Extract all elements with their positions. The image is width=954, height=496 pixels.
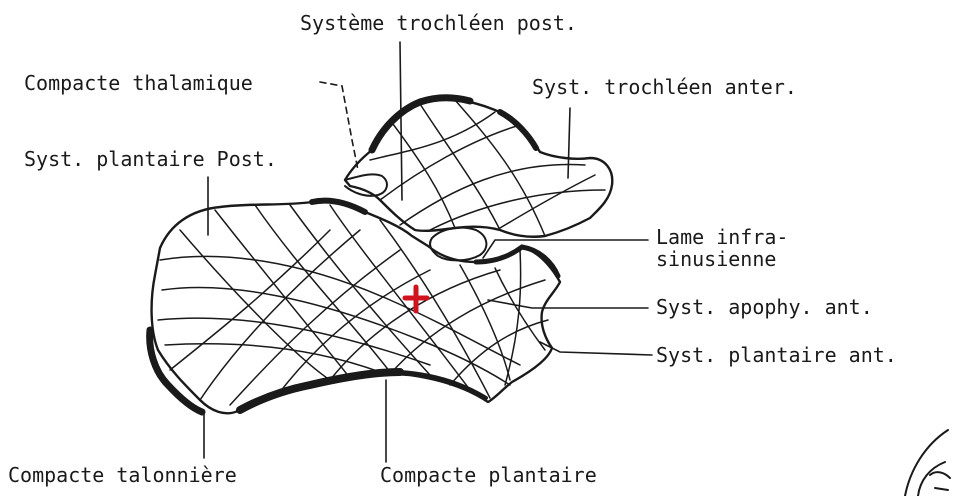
- label-compacte-plantaire: Compacte plantaire: [380, 464, 597, 486]
- partial-sketch-fragment: [905, 430, 950, 496]
- label-lame-line1: Lame infra-: [656, 226, 788, 248]
- leader-trochlear-anter: [568, 108, 570, 178]
- compact-cortex: [150, 98, 558, 412]
- red-cross-marker: [405, 287, 427, 311]
- label-trochlear-post: Système trochléen post.: [300, 12, 577, 34]
- leader-trochlear-post: [400, 42, 402, 200]
- label-compacte-talonniere: Compacte talonnière: [8, 464, 237, 486]
- label-apophy-ant: Syst. apophy. ant.: [656, 296, 873, 318]
- label-lame-line2: sinusienne: [656, 248, 776, 270]
- leader-compacte-thalamique: [320, 82, 358, 170]
- label-plantaire-post: Syst. plantaire Post.: [24, 148, 277, 170]
- leader-plantaire-ant: [540, 342, 652, 355]
- label-trochlear-anter: Syst. trochléen anter.: [532, 76, 797, 98]
- label-compacte-thalamique: Compacte thalamique: [24, 72, 253, 94]
- label-plantaire-ant: Syst. plantaire ant.: [656, 344, 897, 366]
